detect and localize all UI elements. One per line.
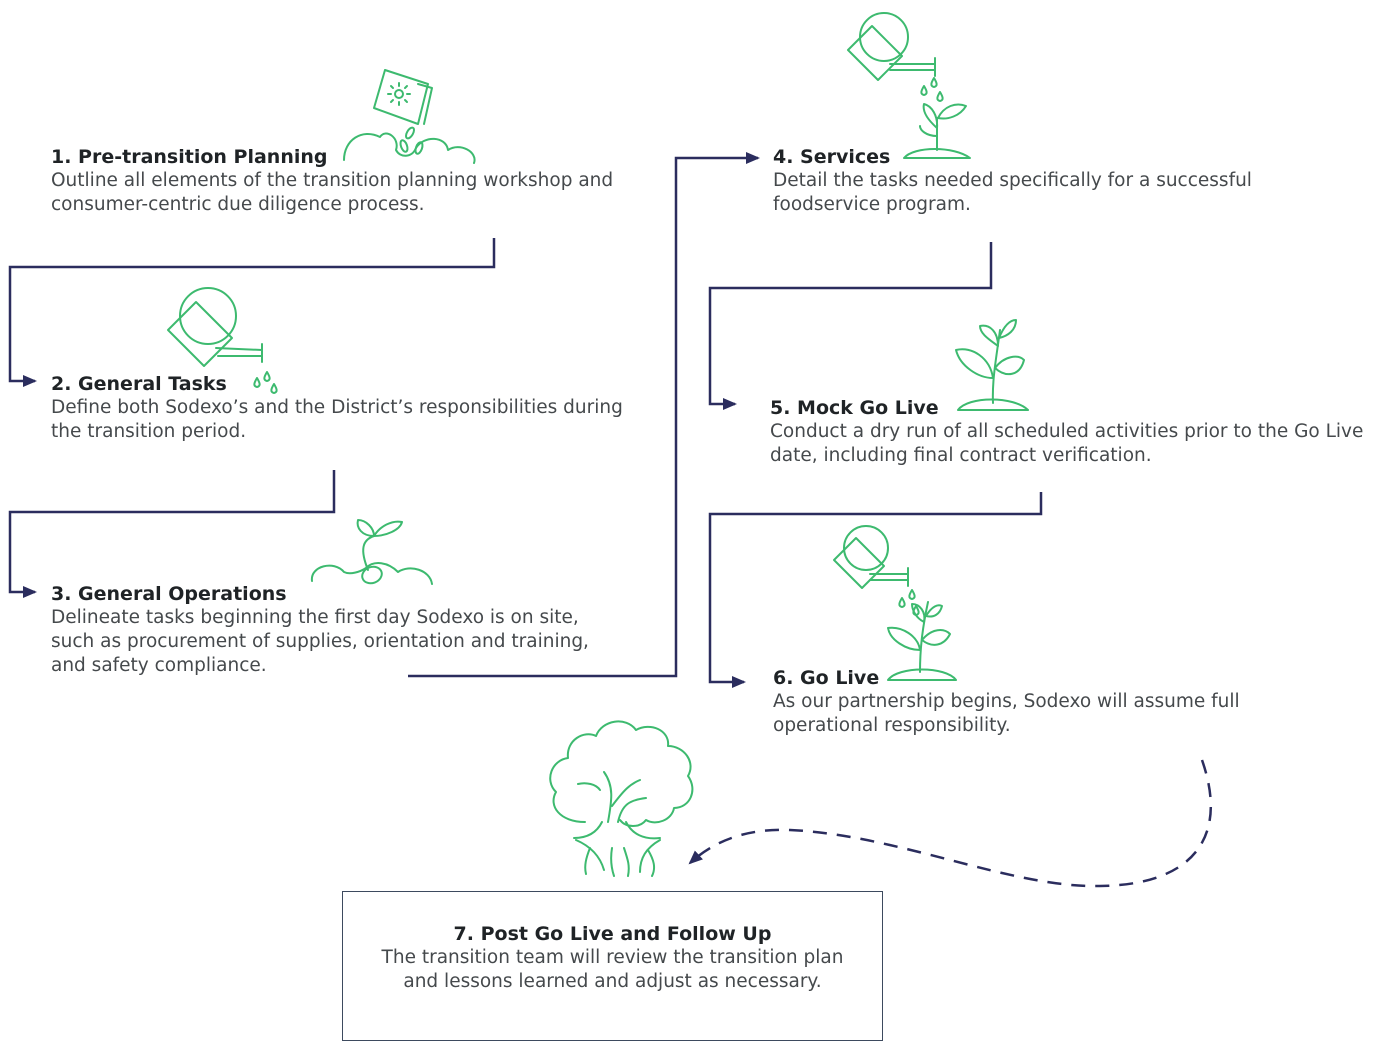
watering-growing-plant-icon: [833, 525, 957, 681]
step-5-text: Conduct a dry run of all scheduled activ…: [770, 421, 1364, 466]
step-4-text: Detail the tasks needed specifically for…: [773, 170, 1252, 215]
connector-6-7-dashed: [688, 759, 1212, 888]
step-3: 3. General Operations Delineate tasks be…: [51, 582, 611, 678]
connector-1-2: [8, 238, 496, 387]
step-6-title: 6. Go Live: [773, 667, 880, 689]
step-3-text: Delineate tasks beginning the first day …: [51, 607, 589, 676]
step-6-text: As our partnership begins, Sodexo will a…: [773, 691, 1240, 736]
connector-4-5: [708, 242, 993, 410]
sprout-icon: [310, 519, 433, 585]
step-2: 2. General Tasks Define both Sodexo’s an…: [51, 372, 631, 444]
step-5: 5. Mock Go Live Conduct a dry run of all…: [770, 396, 1370, 468]
tree-icon: [549, 720, 694, 877]
step-4: 4. Services Detail the tasks needed spec…: [773, 145, 1293, 217]
step-2-text: Define both Sodexo’s and the District’s …: [51, 397, 623, 442]
connector-5-6: [708, 492, 1043, 688]
watering-plant-icon: [847, 12, 971, 159]
young-plant-icon: [955, 319, 1029, 411]
connector-3-4: [408, 152, 760, 678]
step-7-text: The transition team will review the tran…: [381, 947, 844, 992]
step-7-box: 7. Post Go Live and Follow Up The transi…: [342, 891, 883, 1041]
step-7-title: 7. Post Go Live and Follow Up: [453, 923, 772, 945]
step-1: 1. Pre-transition Planning Outline all e…: [51, 145, 651, 217]
step-3-title: 3. General Operations: [51, 583, 287, 605]
connector-2-3: [8, 470, 336, 598]
seed-packet-icon: [343, 69, 476, 164]
watering-can-icon: [167, 287, 278, 394]
step-1-title: 1. Pre-transition Planning: [51, 146, 328, 168]
step-1-text: Outline all elements of the transition p…: [51, 170, 614, 215]
step-5-title: 5. Mock Go Live: [770, 397, 939, 419]
step-2-title: 2. General Tasks: [51, 373, 227, 395]
step-6: 6. Go Live As our partnership begins, So…: [773, 666, 1293, 738]
step-4-title: 4. Services: [773, 146, 891, 168]
